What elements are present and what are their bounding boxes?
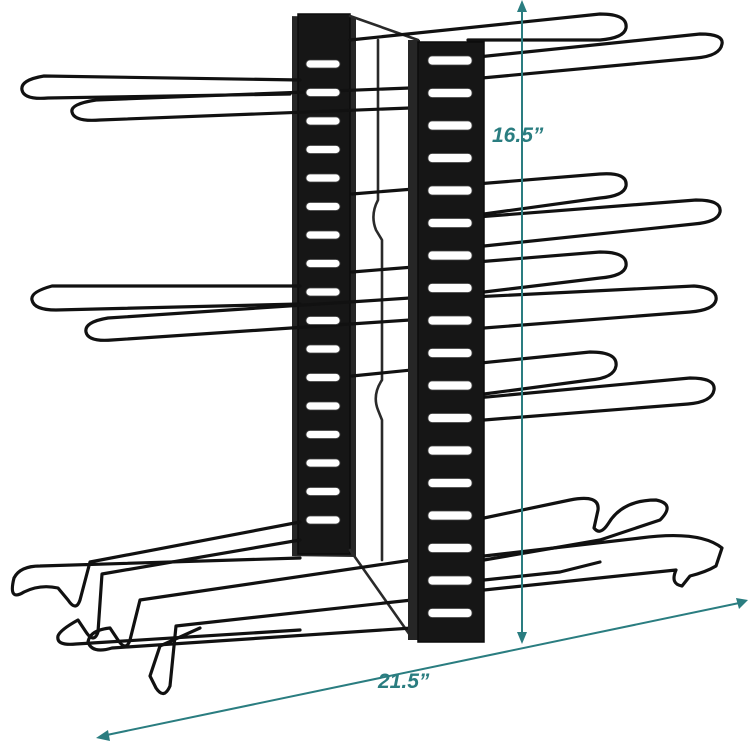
base-wire-feet (10, 496, 724, 696)
panel-slot (427, 413, 473, 423)
panel-slot (427, 315, 473, 326)
panel-slots (427, 55, 473, 618)
rear-panel-slots (305, 59, 341, 525)
rear-panel-slot (305, 316, 341, 325)
panel-slot (427, 88, 473, 98)
rear-panel-slot (305, 487, 341, 496)
height-dimension: 16.5” (492, 0, 544, 644)
width-dimension: 21.5” (96, 598, 748, 741)
wire-shelves-left (20, 74, 412, 342)
panel-slot (427, 348, 473, 358)
panel-slot (427, 478, 473, 488)
rear-panel-slot (305, 88, 341, 97)
rear-panel-slot (305, 344, 341, 354)
height-label: 16.5” (492, 124, 544, 147)
rear-panel-slot (305, 430, 341, 439)
panel-slot (427, 608, 473, 618)
rear-panel-slot (305, 116, 341, 126)
rear-panel-slot (305, 458, 341, 468)
rear-panel-slot (305, 173, 341, 183)
front-slotted-panel (408, 40, 485, 643)
rear-panel-slot (305, 259, 341, 268)
panel-slot (427, 185, 473, 196)
panel-slot (427, 380, 473, 391)
panel-slot (427, 445, 473, 456)
panel-slot (427, 120, 473, 131)
panel-slot (427, 575, 473, 586)
panel-slot (427, 55, 473, 66)
rear-panel-slot (305, 145, 341, 154)
rear-panel-slot (305, 230, 341, 240)
rear-panel-slot (305, 373, 341, 382)
panel-slot (427, 283, 473, 293)
panel-slot (427, 510, 473, 521)
rear-panel-slot (305, 287, 341, 297)
width-label: 21.5” (377, 670, 430, 693)
rear-panel-slot (305, 401, 341, 411)
rear-panel-slot (305, 59, 341, 69)
panel-slot (427, 543, 473, 553)
panel-slot (427, 250, 473, 261)
panel-slot (427, 218, 473, 228)
wire-shelves-right (348, 12, 724, 422)
rear-panel-slot (305, 202, 341, 211)
rear-panel-slot (305, 515, 341, 525)
panel-slot (427, 153, 473, 163)
